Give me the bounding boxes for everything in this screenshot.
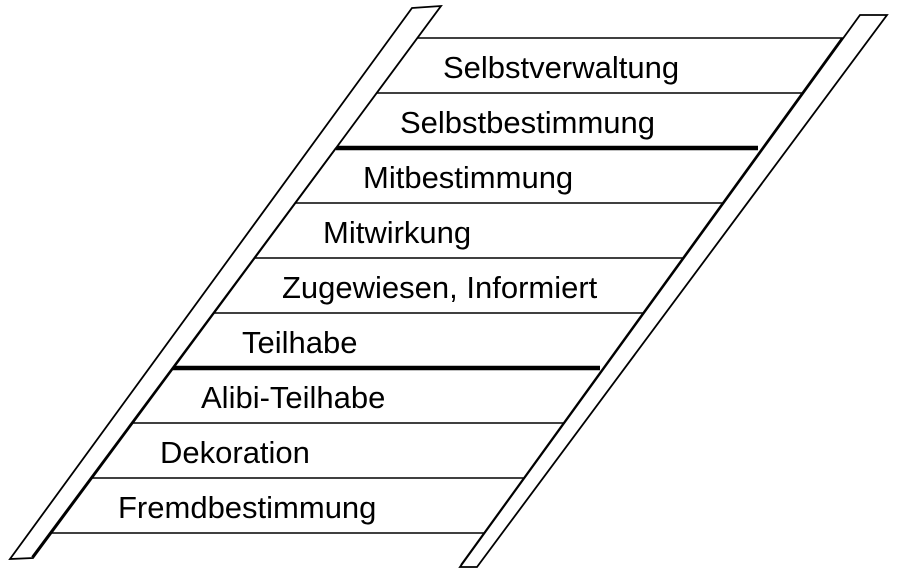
ladder-rungs xyxy=(51,37,844,534)
step-label-zugewiesen-informiert: Zugewiesen, Informiert xyxy=(282,270,598,305)
ladder-rails xyxy=(8,4,889,568)
left-rail xyxy=(8,4,443,560)
step-label-mitwirkung: Mitwirkung xyxy=(323,215,471,250)
step-label-fremdbestimmung: Fremdbestimmung xyxy=(118,490,376,525)
step-label-selbstverwaltung: Selbstverwaltung xyxy=(443,50,679,85)
left-rail-inner-edge-line xyxy=(31,147,337,558)
step-label-dekoration: Dekoration xyxy=(160,435,310,470)
right-rail-inner-edge-line xyxy=(460,37,843,566)
step-label-mitbestimmung: Mitbestimmung xyxy=(363,160,573,195)
step-label-selbstbestimmung: Selbstbestimmung xyxy=(400,105,655,140)
step-label-teilhabe: Teilhabe xyxy=(242,325,357,360)
step-labels: Selbstverwaltung Selbstbestimmung Mitbes… xyxy=(118,50,679,525)
step-label-alibi-teilhabe: Alibi-Teilhabe xyxy=(201,380,385,415)
